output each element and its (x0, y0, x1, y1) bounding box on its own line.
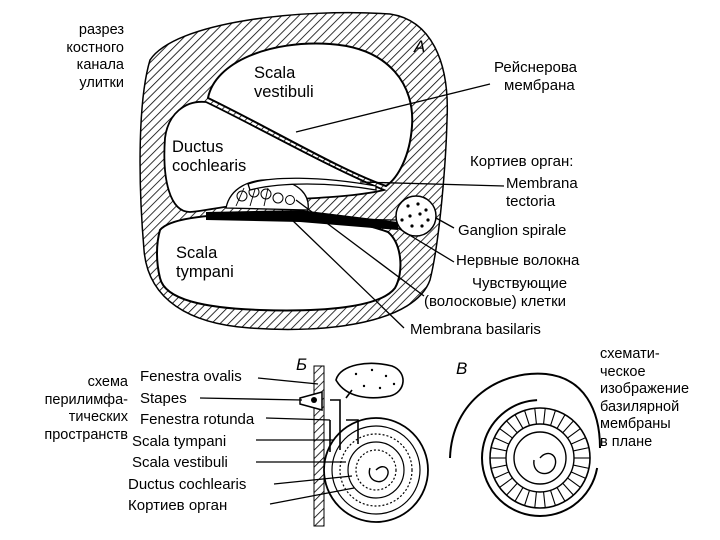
panel-b-perilymph-scheme: Б (128, 355, 429, 527)
fenestra-rotunda-label: Fenestra rotunda (140, 411, 255, 428)
basilar-fiber (573, 447, 590, 452)
corti-organ-b-label: Кортиев орган (128, 497, 227, 514)
vestibule-sac (335, 362, 404, 399)
basilar-fiber (562, 420, 574, 434)
panel-c-basilar-plan: В (449, 359, 601, 517)
organ-of-corti (225, 179, 309, 211)
basilar-fiber (534, 408, 537, 425)
ductus-cochlearis-b-label: Ductus cochlearis (128, 476, 246, 493)
scala-tympani-b-label: Scala tympani (132, 433, 226, 450)
basilar-fiber (567, 428, 581, 439)
tectorial-membrane (247, 177, 377, 191)
scala-vestibuli-space (206, 42, 414, 188)
panel-a-leader-lines (289, 83, 505, 329)
panel-a-letter: A (413, 37, 425, 56)
membrana-tectoria-label: Membrana tectoria (506, 175, 582, 210)
basilar-fiber (514, 487, 524, 502)
basilar-fiber (556, 414, 566, 429)
basilar-fiber (549, 410, 556, 426)
stapes-head (311, 397, 317, 403)
scala-vestibuli-b-label: Scala vestibuli (132, 454, 228, 471)
panel-a-cross-section: A Scala vestibuli Ductus cochlearis Scal… (139, 11, 582, 338)
basilar-fiber (543, 408, 546, 425)
panel-b-leader-lines (199, 377, 355, 505)
basilar-fiber (573, 464, 590, 469)
basilar-fiber (534, 491, 537, 508)
scala-vestibuli-label: Scala vestibuli (254, 64, 314, 101)
basilar-fiber (570, 471, 586, 479)
caption-basilar-membrane-plan: схемати- ческое изображение базилярной м… (600, 346, 690, 450)
membrana-basilaris-label: Membrana basilaris (410, 321, 541, 338)
nerve-fibers (299, 215, 405, 221)
panel-c-letter: В (456, 359, 467, 378)
basilar-fibers (490, 408, 590, 508)
basilar-fiber (494, 437, 510, 445)
basilar-fiber (494, 471, 510, 479)
basilar-fiber (506, 482, 518, 496)
basilar-fiber (567, 477, 581, 488)
reissner-membrane (205, 101, 385, 191)
stapes-shape (299, 391, 323, 411)
vestibule-dots (354, 368, 396, 390)
caption-perilymph-scheme: схема перилимфа- тических пространств (44, 374, 128, 443)
scala-tympani-label: Scala tympani (176, 244, 234, 281)
reissner-membrane-label: Рейснерова мембрана (494, 59, 581, 94)
nerve-fibers-label: Нервные волокна (456, 252, 580, 269)
bony-wall-strip (313, 365, 325, 527)
basilar-fiber (499, 477, 513, 488)
basilar-fiber (490, 464, 507, 469)
basilar-spiral-c (449, 372, 601, 517)
basilar-fiber (506, 420, 518, 434)
basilar-fiber (570, 437, 586, 445)
basilar-fiber (543, 491, 546, 508)
fenestra-ovalis-label: Fenestra ovalis (140, 368, 242, 385)
ductus-cochlearis-label: Ductus cochlearis (172, 138, 246, 175)
basilar-fiber (524, 490, 531, 506)
panel-b-letter: Б (296, 355, 307, 374)
basilar-fiber (490, 447, 507, 452)
scala-channels (329, 389, 359, 452)
basilar-fiber (549, 490, 556, 506)
basilar-fiber (556, 487, 566, 502)
corti-organ-label: Кортиев орган: (470, 153, 573, 170)
caption-bony-canal-section: разрез костного канала улитки (66, 22, 124, 91)
basilar-fiber (524, 410, 531, 426)
ganglion-spirale-label: Ganglion spirale (458, 222, 566, 239)
basilar-fiber (499, 428, 513, 439)
basilar-fiber (562, 482, 574, 496)
basilar-membrane-band (206, 210, 398, 230)
stapes-label: Stapes (140, 390, 187, 407)
basilar-fiber (514, 414, 524, 429)
cochlea-spiral-b (323, 417, 429, 523)
hair-cells-label: Чувствующие (волосковые) клетки (424, 275, 571, 310)
ganglion-spirale-dots (395, 195, 437, 237)
